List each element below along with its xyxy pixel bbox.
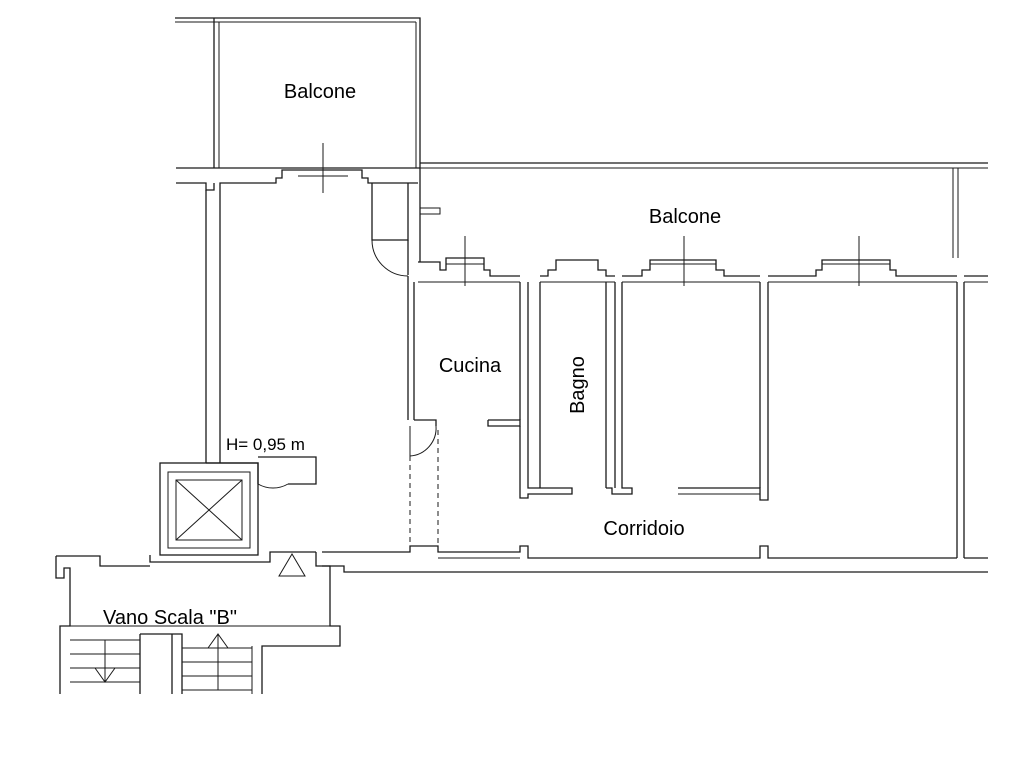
label-vano-scala: Vano Scala "B"	[103, 607, 237, 629]
kitchen-walls	[409, 282, 521, 552]
label-cucina: Cucina	[439, 355, 502, 377]
balcony-main	[176, 162, 988, 262]
stair-flight-up	[182, 633, 253, 694]
outer-wall-top	[176, 169, 988, 283]
label-balcone-top: Balcone	[284, 81, 356, 103]
label-bagno: Bagno	[567, 356, 589, 414]
window-markers	[298, 143, 890, 286]
lift-shaft	[149, 456, 317, 577]
label-balcone-main: Balcone	[649, 206, 721, 228]
living-room-walls	[205, 183, 415, 463]
label-corridoio: Corridoio	[603, 518, 684, 540]
bedroom-walls	[614, 282, 965, 558]
balcony-top	[175, 17, 421, 168]
corridor-walls	[315, 545, 988, 573]
stair-flight-down	[70, 639, 140, 683]
label-height-note: H= 0,95 m	[226, 435, 305, 454]
bathroom-walls	[519, 282, 633, 499]
stairwell	[55, 555, 341, 694]
